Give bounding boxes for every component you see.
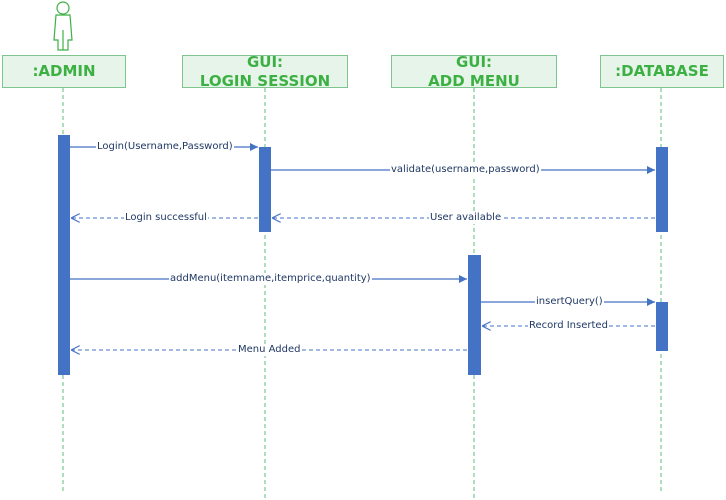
- activation-bar-login-session: [259, 147, 271, 232]
- participant-add-menu-label-2: ADD MENU: [428, 71, 520, 90]
- message-label-menu-added: Menu Added: [237, 344, 302, 356]
- participant-login-session-label-1: GUI:: [246, 52, 284, 71]
- message-label-record-inserted: Record Inserted: [528, 320, 609, 332]
- message-label-add-menu: addMenu(itemname,itemprice,quantity): [169, 273, 372, 285]
- activation-bar-database-1: [656, 147, 668, 232]
- activation-bar-add-menu: [468, 255, 481, 375]
- message-label-login: Login(Username,Password): [96, 141, 234, 153]
- participant-admin-label: :ADMIN: [32, 62, 96, 80]
- message-label-insert-query: insertQuery(): [535, 296, 604, 308]
- participant-database: :DATABASE: [600, 55, 724, 88]
- participant-add-menu-label-1: GUI:: [455, 52, 493, 71]
- stick-figure-actor-icon: [53, 1, 73, 51]
- participant-add-menu: GUI: ADD MENU: [391, 52, 557, 90]
- participant-database-label: :DATABASE: [615, 62, 709, 80]
- message-label-user-available: User available: [429, 212, 503, 224]
- activation-bar-admin: [58, 135, 70, 375]
- message-label-validate: validate(username,password): [390, 164, 541, 176]
- participant-login-session-label-2: LOGIN SESSION: [199, 71, 331, 90]
- participant-admin: :ADMIN: [2, 55, 126, 88]
- message-label-login-successful: Login successful: [124, 212, 208, 224]
- participant-login-session: GUI: LOGIN SESSION: [182, 52, 348, 90]
- activation-bar-database-2: [656, 302, 668, 351]
